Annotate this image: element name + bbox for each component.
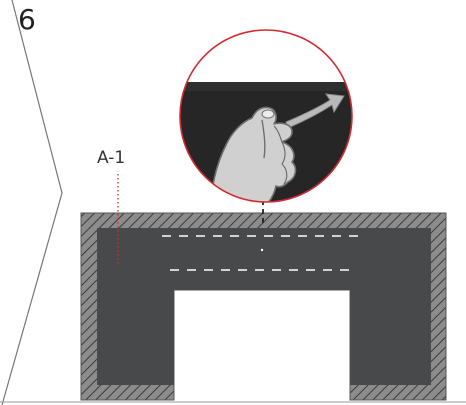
callout-label-a1: A-1 <box>97 148 126 168</box>
dark-panel <box>97 228 431 385</box>
hand-peeling-icon <box>210 106 297 202</box>
center-dot <box>260 248 264 252</box>
peel-direction-arrow-icon <box>285 93 345 129</box>
page-boundary-line <box>1 0 63 405</box>
film-edge-strip <box>180 82 352 91</box>
magnifier-ring <box>179 29 353 203</box>
step-number: 6 <box>18 3 36 36</box>
